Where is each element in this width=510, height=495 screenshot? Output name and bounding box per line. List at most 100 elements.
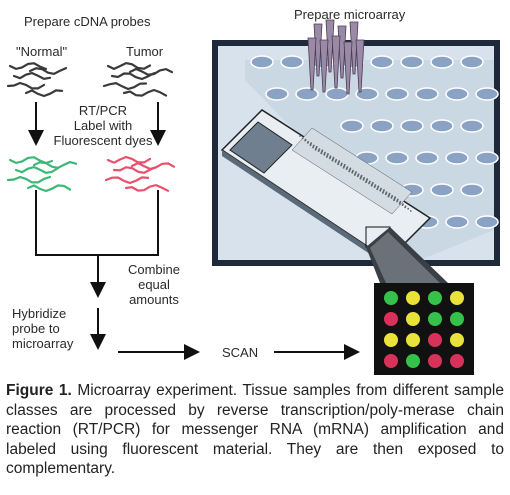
slide-spot [376, 188, 379, 191]
scan-spot [450, 312, 464, 326]
plate-well [370, 119, 394, 133]
rtpcr-label: RT/PCR Label with Fluorescent dyes [50, 103, 156, 148]
slide-spots [299, 135, 412, 212]
plate-well [445, 215, 469, 229]
slide-spot [356, 175, 359, 178]
strand [122, 88, 168, 97]
combine-line-2: equal [138, 277, 170, 292]
slide-spot [368, 182, 370, 185]
slide-spot [401, 204, 404, 207]
pipette-pin [343, 41, 353, 95]
strand [130, 161, 176, 171]
strand [106, 61, 152, 71]
slide-spot [387, 195, 390, 198]
scan-spot [450, 354, 464, 368]
plate-well [295, 87, 319, 101]
slide-spot [331, 159, 334, 162]
strand [32, 160, 78, 169]
plate-well [355, 87, 379, 101]
figure-number: Figure 1. [6, 382, 72, 399]
strand [128, 67, 174, 76]
scan-spots [384, 291, 464, 368]
scan-result-panel [374, 283, 474, 375]
pipette-pin [355, 39, 365, 93]
scan-spot [450, 291, 464, 305]
scan-spot [428, 312, 442, 326]
plate-well [280, 55, 304, 69]
pipette-pin [331, 35, 341, 89]
slide-spot [390, 197, 393, 199]
strand [112, 166, 158, 174]
slide-spot [323, 153, 326, 156]
combine-bracket [35, 190, 159, 256]
slide-spot [373, 186, 376, 189]
plate-well [475, 215, 499, 229]
plate-well [475, 87, 499, 101]
strand [124, 183, 170, 192]
plate-well [475, 151, 499, 165]
slide-spot [306, 142, 309, 144]
strand [104, 176, 150, 185]
rtpcr-line-2: Label with [73, 118, 133, 133]
slide-spot [304, 139, 307, 142]
slide-spot [393, 199, 395, 202]
scan-spot [428, 354, 442, 368]
slide-spot [404, 206, 407, 209]
slide-spot [359, 177, 362, 180]
slide-spot [396, 200, 398, 203]
plate-well [400, 119, 424, 133]
plate-well [370, 55, 394, 69]
pipette-pin [319, 39, 329, 93]
slide-spot [299, 135, 301, 137]
scan-label: SCAN [222, 345, 259, 360]
rtpcr-line-1: RT/PCR [78, 103, 128, 118]
plate-well [400, 55, 424, 69]
plate-well [430, 183, 454, 197]
scan-spot [450, 333, 464, 347]
hybridize-label: Hybridize probe to microarray [12, 306, 73, 351]
scan-spot [428, 291, 442, 305]
scan-spot [384, 333, 398, 347]
cdna-strands [6, 61, 176, 193]
scan-spot [384, 291, 398, 305]
figure-caption: Figure 1. Microarray experiment. Tissue … [6, 381, 504, 479]
pipette-pin [349, 21, 359, 75]
strand [6, 175, 52, 184]
strand [28, 67, 68, 75]
tumor-label: Tumor [126, 44, 164, 59]
slide-spot [320, 152, 323, 155]
slide-spot [345, 168, 348, 171]
strand [14, 165, 60, 174]
slide-spot [328, 157, 331, 160]
scan-spot [384, 354, 398, 368]
hybridize-line-3: microarray [12, 336, 74, 351]
strand [106, 155, 152, 164]
slide-spot [301, 137, 304, 140]
pipette-pin [325, 19, 335, 73]
plate-well [460, 183, 484, 197]
slide-spot [398, 202, 401, 205]
glass-slide [220, 109, 432, 266]
slide-spot [317, 150, 320, 153]
slide-spot [325, 156, 328, 158]
combine-line-1: Combine [127, 262, 181, 277]
microarray-plate [212, 40, 500, 266]
slide-spot [351, 171, 354, 174]
plate-well [265, 87, 289, 101]
hybridize-line-1: Hybridize [12, 306, 67, 321]
plate-well [385, 151, 409, 165]
plate-well [250, 55, 274, 69]
strand [110, 72, 156, 81]
slide-spot [337, 163, 339, 166]
scan-spot [406, 333, 420, 347]
slide-spot [384, 193, 387, 196]
pipette-pins-icon [307, 19, 365, 95]
scan-spot [384, 312, 398, 326]
plate-well [460, 55, 484, 69]
slide-spot [370, 184, 373, 187]
strand [12, 71, 52, 80]
prepare-probes-label: Prepare cDNA probes [24, 14, 151, 29]
plate-well [325, 87, 349, 101]
slide-spot [407, 207, 410, 210]
